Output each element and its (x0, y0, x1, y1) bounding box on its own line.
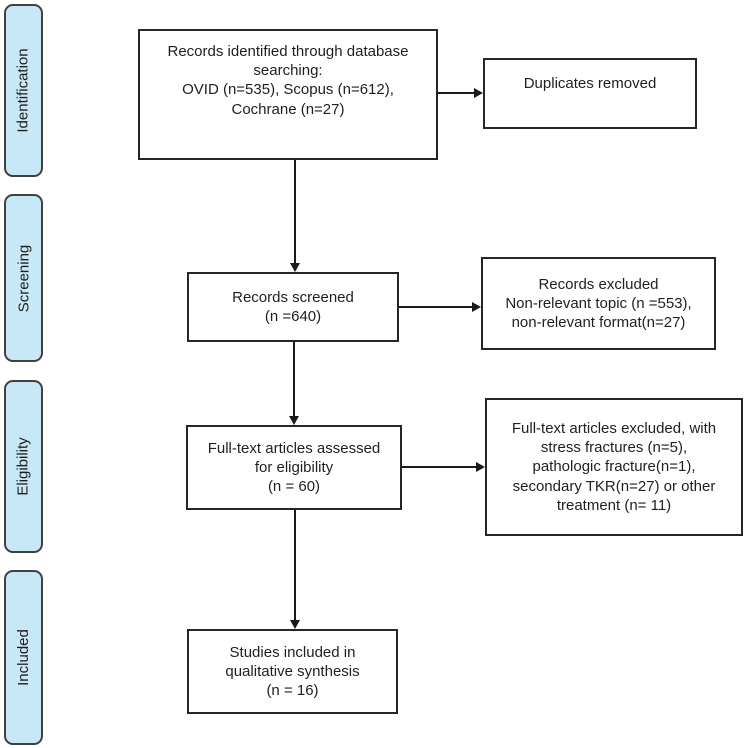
stage-eligibility-label: Eligibility (15, 437, 33, 496)
box-duplicates-removed-text: Duplicates removed (523, 75, 657, 92)
stage-eligibility: Eligibility (4, 380, 43, 553)
box-fulltext-excluded: Full-text articles excluded, with stress… (485, 398, 743, 536)
box-records-identified-text: Records identified through database sear… (167, 43, 409, 118)
arrowhead-right-icon (472, 302, 481, 312)
arrow-line (293, 342, 295, 416)
box-fulltext-excluded-text: Full-text articles excluded, with stress… (511, 420, 717, 514)
box-fulltext-assessed: Full-text articles assessed for eligibil… (186, 425, 402, 510)
stage-identification: Identification (4, 4, 43, 177)
stage-identification-label: Identification (15, 48, 33, 133)
box-duplicates-removed: Duplicates removed (483, 58, 697, 129)
box-records-screened: Records screened (n =640) (187, 272, 399, 342)
box-studies-included: Studies included in qualitative synthesi… (187, 629, 398, 714)
arrowhead-down-icon (289, 416, 299, 425)
box-studies-included-text: Studies included in qualitative synthesi… (225, 643, 360, 700)
stage-included: Included (4, 570, 43, 745)
box-records-excluded-text: Records excluded Non-relevant topic (n =… (505, 275, 692, 332)
arrow-line (402, 466, 476, 468)
arrow-line (399, 306, 472, 308)
arrow-line (437, 92, 474, 94)
arrow-line (294, 510, 296, 620)
box-records-identified: Records identified through database sear… (138, 29, 438, 160)
box-records-screened-text: Records screened (n =640) (232, 288, 354, 325)
box-records-excluded: Records excluded Non-relevant topic (n =… (481, 257, 716, 350)
arrowhead-right-icon (476, 462, 485, 472)
box-fulltext-assessed-text: Full-text articles assessed for eligibil… (207, 439, 381, 496)
arrow-line (294, 160, 296, 263)
stage-included-label: Included (15, 629, 32, 686)
arrowhead-down-icon (290, 263, 300, 272)
arrowhead-down-icon (290, 620, 300, 629)
stage-screening-label: Screening (15, 244, 33, 312)
arrowhead-right-icon (474, 88, 483, 98)
stage-screening: Screening (4, 194, 43, 362)
